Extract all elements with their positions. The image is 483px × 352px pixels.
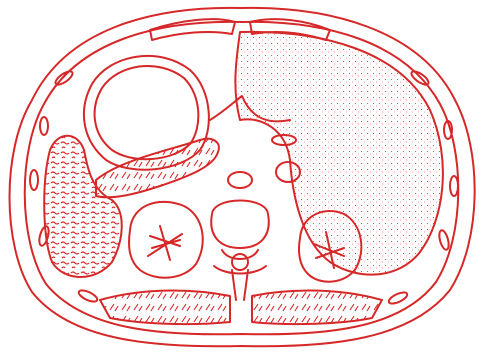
vertebral-arch bbox=[214, 250, 266, 300]
aorta bbox=[228, 172, 252, 188]
pancreas bbox=[96, 139, 219, 198]
back-muscles bbox=[100, 291, 382, 325]
kidney-left bbox=[129, 202, 203, 278]
kidney-left-calyces bbox=[148, 226, 182, 260]
spinal-canal bbox=[232, 254, 248, 270]
spleen bbox=[44, 136, 122, 277]
vertebral-body bbox=[211, 201, 269, 249]
